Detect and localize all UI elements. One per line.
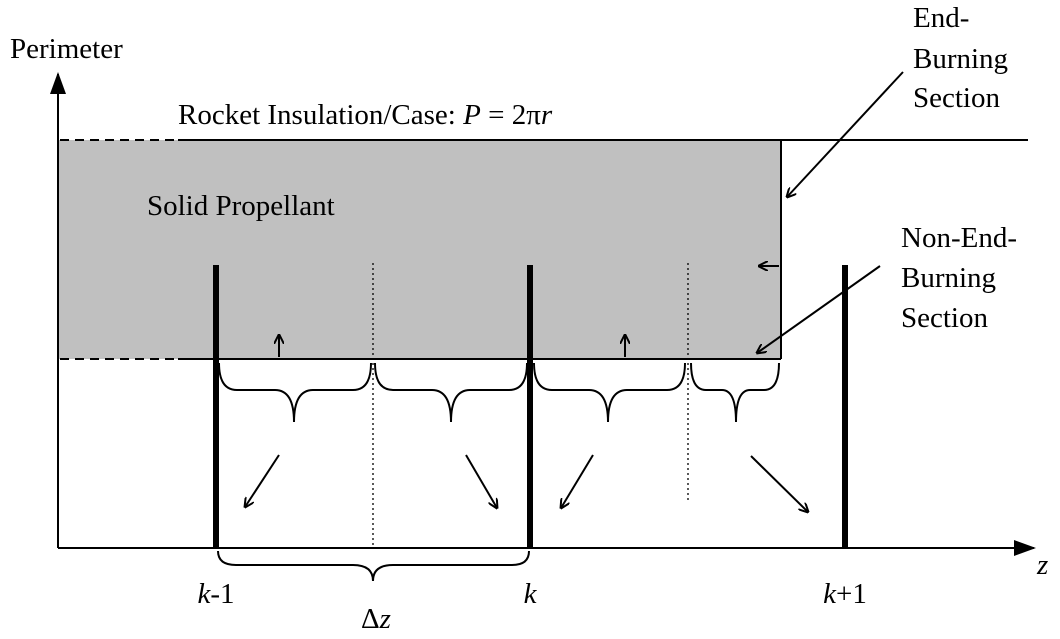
x-axis-label: z [1036,549,1048,581]
assign-arrow-4 [750,455,808,512]
delta-z-brace [217,550,530,582]
delta-z-label: Δz [361,603,391,635]
assign-arrow-3 [561,454,594,508]
propellant-region [58,140,781,359]
brace-4 [690,362,780,423]
end-burning-callout-arrow [787,71,904,197]
assign-arrow-2 [465,454,497,508]
non-end-burning-label-line-1: Non-End- [901,222,1017,254]
brace-3 [533,362,686,423]
node-label-k-plus-1: k+1 [823,578,867,610]
non-end-burning-callout-arrow [757,265,881,353]
brace-2 [374,362,528,423]
node-label-k: k [524,578,538,610]
y-axis-label: Perimeter [10,33,123,65]
end-burning-label-line-3: Section [913,82,1000,114]
node-label-k-minus-1: k-1 [197,578,234,610]
end-burning-label-line-1: End- [913,2,969,34]
assign-arrow-1 [245,454,280,507]
propellant-label: Solid Propellant [147,190,335,222]
end-burning-label-line-2: Burning [913,43,1008,75]
brace-1 [218,362,372,423]
case-label: Rocket Insulation/Case: P = 2πr [178,99,553,131]
non-end-burning-label-line-2: Burning [901,262,996,294]
non-end-burning-label-line-3: Section [901,302,988,334]
